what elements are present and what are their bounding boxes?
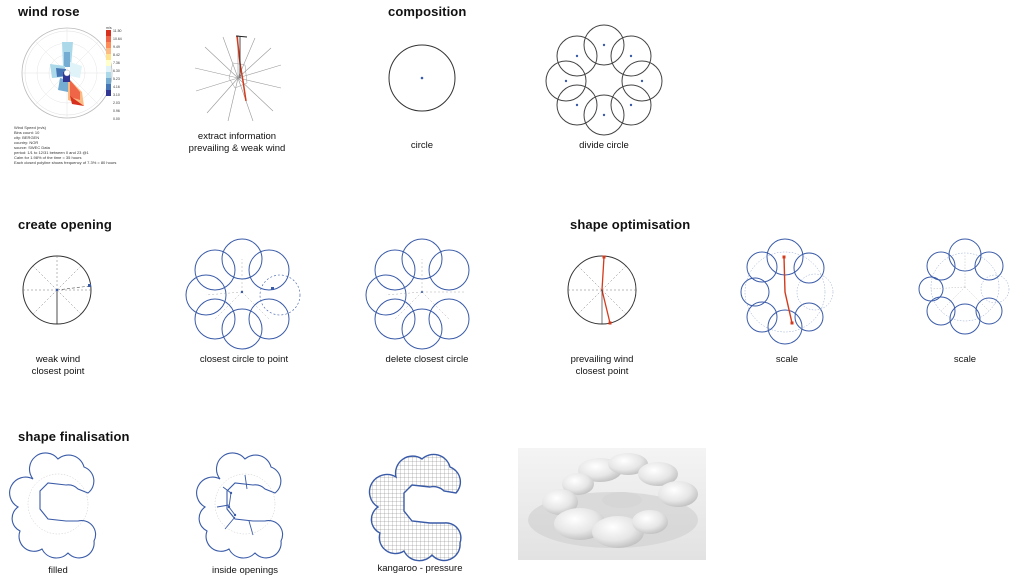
caption-filled: filled [48, 565, 68, 576]
scale-label: 11.50 [113, 29, 122, 33]
caption-kangaroo: kangaroo - pressure [377, 563, 463, 574]
closest-circle-diagram [185, 238, 301, 350]
scale-label: 0.00 [113, 117, 120, 121]
caption-scale-1: scale [775, 354, 799, 365]
caption-prevailing-wind: prevailing wind closest point [552, 354, 652, 378]
heading-shape-optimisation: shape optimisation [570, 217, 691, 232]
scale-label: 7.36 [113, 61, 120, 65]
weak-wind-diagram [22, 255, 92, 325]
scale-diagram-1 [740, 238, 834, 345]
caption-line: weak wind [35, 354, 81, 365]
caption-line: closest point [575, 366, 629, 377]
caption-closest-circle: closest circle to point [199, 354, 289, 365]
legend-line: Wind Speed (m/s) [14, 125, 47, 130]
caption-inside-openings: inside openings [211, 565, 279, 576]
legend-line: city: BERGEN [14, 135, 40, 140]
caption-line: extract information [197, 131, 277, 142]
prevailing-wind-diagram [567, 255, 637, 325]
scale-label: 5.23 [113, 77, 120, 81]
filled-diagram [9, 452, 97, 559]
scale-label: 0.96 [113, 109, 120, 113]
delete-closest-diagram [365, 238, 470, 350]
extract-wind-lines [194, 35, 282, 122]
caption-circle: circle [410, 140, 434, 151]
legend-line: period: 1/1 to 12/31 between 0 and 23 @1 [14, 150, 89, 155]
heading-wind-rose: wind rose [18, 4, 80, 19]
caption-line: prevailing wind [570, 354, 634, 365]
rendered-form-image [518, 448, 706, 560]
wind-rose-chart [21, 27, 113, 119]
legend-line: source: SWEC Data [14, 145, 50, 150]
heading-shape-finalisation: shape finalisation [18, 429, 130, 444]
divide-circle-diagram [545, 24, 663, 136]
wind-rose-legend: Wind Speed (m/s) Bins count: 10 city: BE… [14, 125, 144, 165]
caption-extract: extract information prevailing & weak wi… [180, 131, 294, 155]
legend-line: country: NOR [14, 140, 39, 145]
scale-label: 8.42 [113, 53, 120, 57]
legend-line: Each closed polyline shows frequency of … [14, 160, 117, 165]
caption-scale-2: scale [953, 354, 977, 365]
scale-label: 4.16 [113, 85, 120, 89]
inside-openings-diagram [196, 452, 284, 559]
kangaroo-mesh-diagram [368, 453, 462, 562]
caption-divide-circle: divide circle [579, 140, 629, 151]
scale-label: 2.03 [113, 101, 120, 105]
caption-line: closest point [31, 366, 85, 377]
scale-label: 9.49 [113, 45, 120, 49]
scale-diagram-2 [918, 238, 1010, 335]
legend-line: Bins count: 10 [14, 130, 40, 135]
scale-label: 6.30 [113, 69, 120, 73]
caption-weak-wind: weak wind closest point [8, 354, 108, 378]
legend-line: Calm for 1.98% of the time = 35 hours [14, 155, 82, 160]
scale-label: 3.10 [113, 93, 120, 97]
circle-diagram [388, 44, 456, 112]
wind-rose-scale-unit: m/s [106, 26, 112, 30]
scale-label: 10.64 [113, 37, 122, 41]
heading-create-opening: create opening [18, 217, 112, 232]
caption-line: prevailing & weak wind [188, 143, 286, 154]
caption-delete-closest: delete closest circle [385, 354, 469, 365]
heading-composition: composition [388, 4, 467, 19]
